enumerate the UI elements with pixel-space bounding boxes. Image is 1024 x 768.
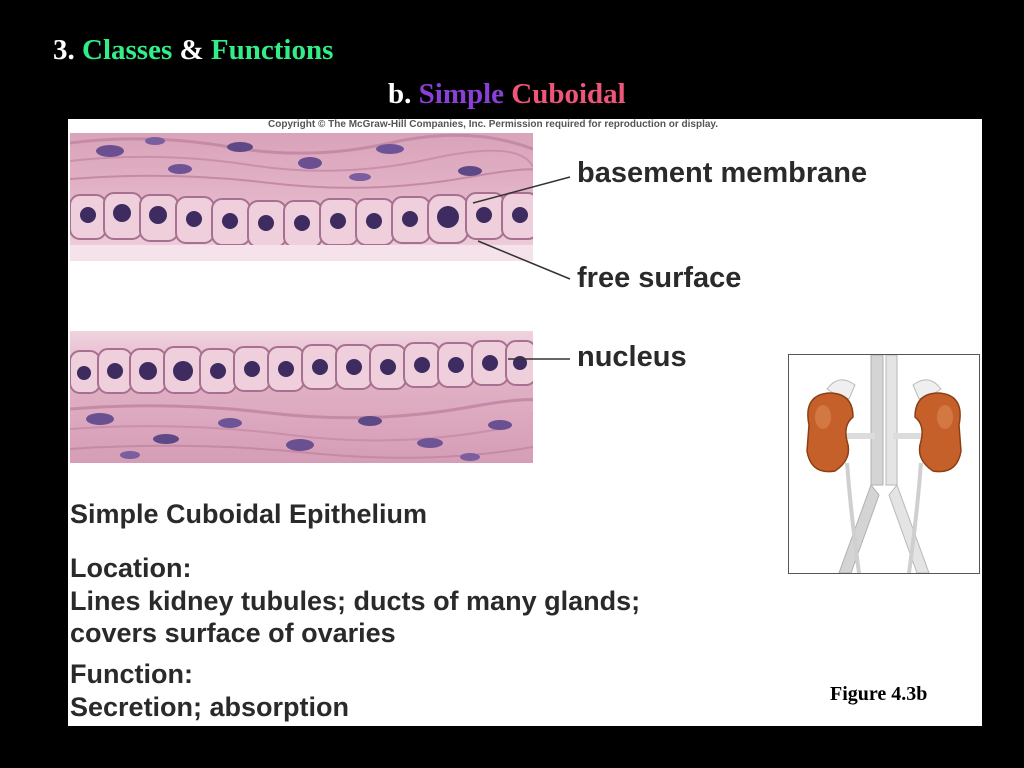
kidney-icon (806, 355, 962, 573)
tissue-title: Simple Cuboidal Epithelium (70, 499, 428, 529)
location-heading: Location: (70, 553, 192, 583)
copyright-notice: Copyright © The McGraw-Hill Companies, I… (268, 119, 719, 130)
micrograph-top (70, 133, 533, 261)
location-line-2: covers surface of ovaries (70, 618, 396, 648)
heading-functions: Functions (210, 34, 334, 66)
slide-heading: 3. Classes & Functions (53, 34, 333, 67)
heading-classes: Classes (82, 34, 173, 66)
slide-subheading: b. Simple Cuboidal (388, 78, 626, 111)
subheading-cuboidal: Cuboidal (511, 78, 626, 110)
label-leader-lines (472, 176, 571, 360)
micrograph-bottom (70, 331, 533, 463)
label-free-surface: free surface (577, 262, 742, 294)
label-basement-membrane: basement membrane (577, 157, 868, 189)
label-nucleus: nucleus (577, 341, 687, 373)
heading-ampersand: & (179, 34, 204, 66)
subheading-simple: Simple (418, 78, 505, 110)
location-line-1: Lines kidney tubules; ducts of many glan… (70, 586, 641, 616)
function-line-1: Secretion; absorption (70, 692, 350, 722)
micrograph-bottom-image (70, 331, 533, 463)
subheading-letter: b. (388, 78, 412, 110)
figure-panel: Copyright © The McGraw-Hill Companies, I… (68, 119, 982, 726)
figure-reference: Figure 4.3b (830, 683, 928, 705)
micrograph-top-image (70, 133, 533, 261)
heading-number: 3. (53, 34, 75, 66)
kidney-illustration (788, 354, 980, 574)
function-heading: Function: (70, 659, 193, 689)
